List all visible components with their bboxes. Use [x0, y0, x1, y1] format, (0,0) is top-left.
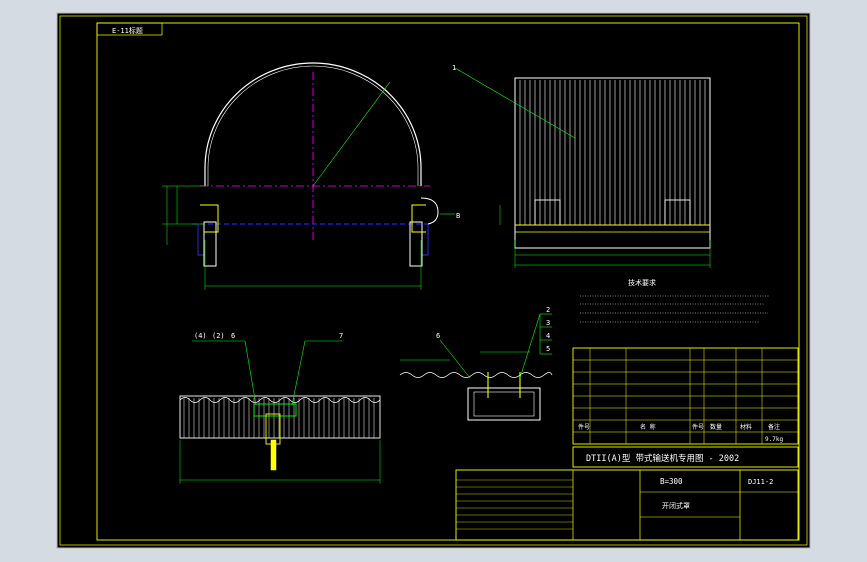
corrugated-panel [514, 77, 711, 249]
technical-requirements: 技术要求 [580, 278, 770, 323]
bolt [270, 439, 277, 471]
arch-outline [204, 62, 422, 186]
part-label-2: 2 [546, 306, 550, 314]
frame-label-box [96, 22, 163, 36]
bom-header-qty: 数量 [710, 423, 722, 431]
tech-requirements-title: 技术要求 [628, 278, 656, 287]
detail-callout-2: (2) [212, 332, 225, 340]
bom-header-material: 材料 [740, 423, 752, 431]
bom-table: 件号 名 称 件号 数量 材料 备注 9.7kg [572, 347, 799, 445]
latch-hook [420, 197, 439, 225]
side-view-corrugated: 1 [452, 64, 711, 268]
drawing-name: 开闭式罩 [662, 501, 690, 510]
detail-callout-4: (4) [194, 332, 207, 340]
arch-front-view: B [162, 62, 460, 290]
leader-1 [454, 67, 576, 139]
corrugated-profile [399, 372, 553, 378]
drawing-code: DJ11-2 [748, 478, 773, 486]
part-label-4: 4 [546, 332, 550, 340]
title-block: DTII(A)型 带式输送机专用图 - 2002 B=300 DJ11-2 开闭… [455, 446, 799, 541]
part-label-5: 5 [546, 345, 550, 353]
fixing-plate [253, 403, 297, 417]
drawing-background [56, 12, 811, 549]
section-detail: 6 2 3 4 5 [399, 306, 553, 421]
bom-header-remark: 备注 [768, 423, 780, 431]
bottom-detail: (4) (2) 6 7 [179, 332, 381, 484]
bom-header-name: 名 称 [640, 423, 656, 431]
outer-border [59, 15, 808, 546]
bom-header-code: 件号 [692, 423, 704, 431]
weight-value: 9.7kg [765, 436, 783, 443]
frame-label: E-11标题 [112, 26, 143, 35]
part-label-6: 6 [231, 332, 235, 340]
part-label-1: 1 [452, 64, 456, 72]
bracket-section [467, 387, 541, 421]
section-mark-right: B [456, 212, 460, 220]
radius-dimension [312, 81, 391, 187]
part-label-7: 7 [339, 332, 343, 340]
width-spec: B=300 [660, 477, 683, 486]
drawing-title: DTII(A)型 带式输送机专用图 - 2002 [586, 453, 739, 464]
part-label-6b: 6 [436, 332, 440, 340]
part-label-3: 3 [546, 319, 550, 327]
inner-border [96, 22, 800, 541]
bom-header-part-no: 件号 [578, 423, 590, 431]
